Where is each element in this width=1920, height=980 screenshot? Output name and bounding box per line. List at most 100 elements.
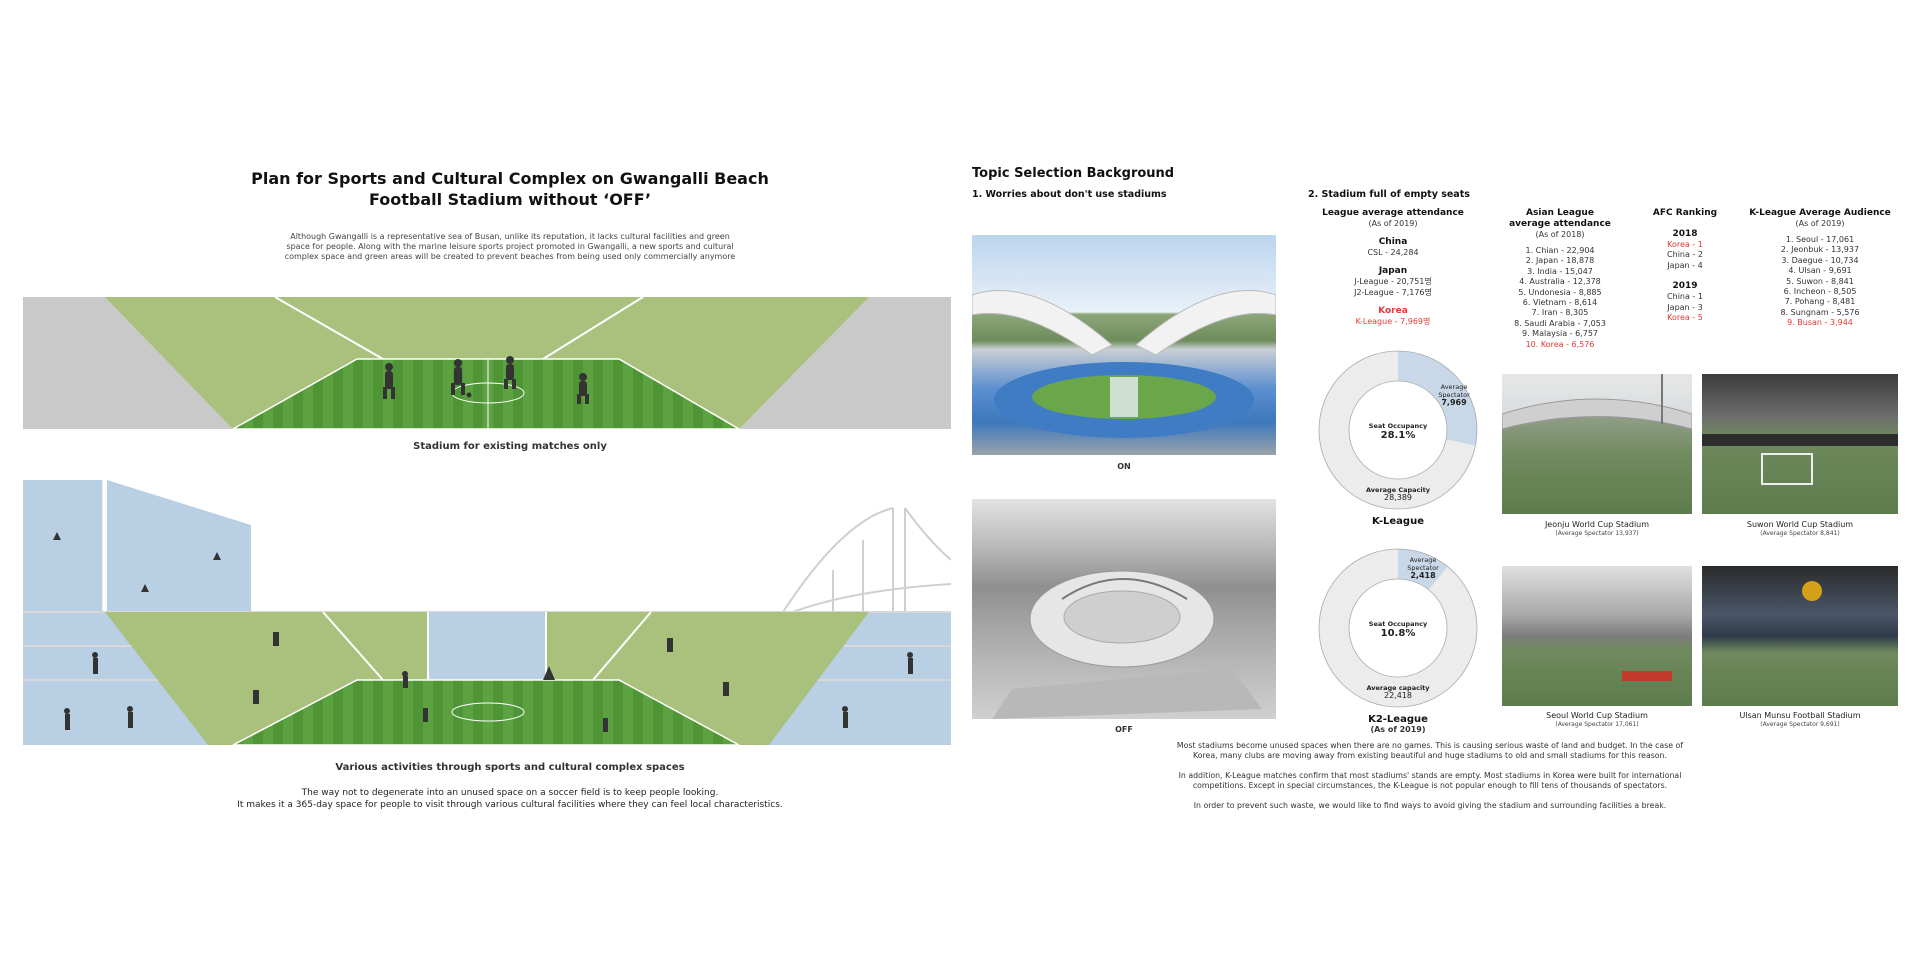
afc-2018-item: China - 2: [1667, 250, 1703, 260]
para3: In order to prevent such waste, we would…: [1193, 801, 1667, 810]
donut1-spec-l2: Spectator: [1438, 391, 1470, 399]
label-on: ON: [1117, 462, 1131, 471]
suwon-sub: (Average Spectator 8,841): [1760, 530, 1840, 537]
afc-2019-item: Japan - 3: [1667, 302, 1703, 312]
seoul-sub: (Average Spectator 17,061): [1555, 721, 1639, 728]
kleague-item: 2. Jeonbuk - 13,937: [1780, 245, 1860, 255]
para2-line1: In addition, K-League matches confirm th…: [1178, 771, 1682, 780]
donut1-center-value: 28.1%: [1380, 430, 1416, 441]
seoul-caption: Seoul World Cup Stadium (Average Spectat…: [1492, 711, 1702, 729]
complex-stadium-section-drawing: [23, 480, 951, 745]
center-facility: [428, 612, 546, 680]
suwon-stadium-photo: [1702, 374, 1898, 514]
donut1-capacity: Average Capacity 28,389: [1348, 486, 1448, 502]
seoul-name: Seoul World Cup Stadium: [1546, 711, 1648, 720]
page-title: Plan for Sports and Cultural Complex on …: [160, 168, 860, 210]
closing-text: The way not to degenerate into an unused…: [100, 787, 920, 811]
asian-item: 7. Iran - 8,305: [1531, 308, 1589, 318]
donut1-name: K-League: [1372, 516, 1424, 527]
people-silhouettes: [53, 532, 913, 732]
donut1-spec-l1: Average: [1440, 383, 1468, 391]
asian-league-block: Asian League average attendance (As of 2…: [1500, 208, 1620, 350]
intro-text: Although Gwangalli is a representative s…: [200, 232, 820, 262]
kleague-audience-block: K-League Average Audience (As of 2019) 1…: [1745, 208, 1895, 329]
donut2-cap-value: 22,418: [1384, 691, 1412, 700]
green-stand-right: [546, 612, 869, 745]
stadium-on-roof: [972, 290, 1276, 438]
kleague-item: 3. Daegue - 10,734: [1781, 255, 1859, 265]
background-paragraphs: Most stadiums become unused spaces when …: [1170, 741, 1690, 811]
player-silhouettes: [383, 356, 589, 404]
league-china-1: CSL - 24,284: [1367, 248, 1419, 257]
label-off: OFF: [1115, 725, 1133, 734]
intro-line-2: space for people. Along with the marine …: [286, 242, 734, 251]
donut2-spec-l1: Average: [1409, 556, 1437, 564]
donut2-center-value: 10.8%: [1380, 628, 1416, 639]
intro-line-1: Although Gwangalli is a representative s…: [290, 232, 730, 241]
asian-head-1: Asian League: [1526, 208, 1594, 218]
suwon-name: Suwon World Cup Stadium: [1746, 520, 1854, 529]
title-line-2: Football Stadium without ‘OFF’: [368, 190, 652, 209]
asian-item: 8. Saudi Arabia - 7,053: [1514, 318, 1606, 328]
kleague-item: 7. Pohang - 8,481: [1784, 297, 1856, 307]
asian-item: 4. Australia - 12,378: [1519, 277, 1601, 287]
para1-line2: Korea, many clubs are moving away from e…: [1193, 751, 1667, 760]
section-title: Topic Selection Background: [972, 166, 1175, 181]
donut2-share: [1319, 549, 1477, 707]
stadium-on-photo: [972, 235, 1276, 455]
afc-head: AFC Ranking: [1652, 208, 1718, 218]
green-stand-left: [105, 612, 428, 745]
asian-item: 3. India - 15,047: [1527, 266, 1593, 276]
intro-line-3: complex space and green areas will be cr…: [284, 252, 736, 261]
donut1-cap-label: Average Capacity: [1366, 486, 1430, 494]
donut2-cap-label: Average capacity: [1366, 684, 1430, 692]
seoul-stadium-photo: [1502, 566, 1692, 706]
tower-left: [23, 480, 103, 612]
asian-item-korea: 10. Korea - 6,576: [1525, 339, 1595, 349]
caption-existing-stadium: Stadium for existing matches only: [413, 441, 607, 452]
donut1-cap-value: 28,389: [1384, 493, 1412, 502]
asian-item: 6. Vietnam - 8,614: [1522, 298, 1598, 308]
subsection-1-title: 1. Worries about don't use stadiums: [972, 189, 1167, 200]
league-china-head: China: [1378, 237, 1408, 247]
league-japan-head: Japan: [1378, 266, 1408, 277]
caption-complex-spaces: Various activities through sports and cu…: [335, 762, 685, 773]
asian-item: 9. Malaysia - 6,757: [1521, 329, 1598, 339]
soccer-pitch: [233, 359, 739, 429]
stadium-off-photo: [972, 499, 1276, 719]
asian-item: 2. Japan - 18,878: [1525, 256, 1595, 266]
jeonju-caption: Jeonju World Cup Stadium (Average Specta…: [1492, 520, 1702, 538]
asian-list: 1. Chian - 22,904 2. Japan - 18,878 3. I…: [1500, 246, 1620, 350]
donut-chart-k2league: [1318, 548, 1478, 708]
afc-2018-item: Japan - 4: [1667, 260, 1703, 270]
ulsan-name: Ulsan Munsu Football Stadium: [1739, 711, 1861, 720]
donut2-spectator-label: Average Spectator 2,418: [1400, 556, 1446, 580]
league-head: League average attendance: [1322, 208, 1464, 218]
suwon-goal: [1702, 434, 1898, 485]
donut2-center-label: Seat Occupancy: [1368, 620, 1428, 628]
kleague-item: 8. Sungnam - 5,576: [1780, 307, 1860, 317]
donut2-asof: (As of 2019): [1370, 725, 1426, 734]
para2-line2: competitions. Except in special circumst…: [1192, 781, 1668, 790]
jeonju-roof: [1502, 374, 1692, 430]
tower-right: [107, 480, 251, 612]
ulsan-caption: Ulsan Munsu Football Stadium (Average Sp…: [1692, 711, 1908, 729]
league-attendance-block: League average attendance (As of 2019) C…: [1318, 208, 1468, 328]
subsection-2-title: 2. Stadium full of empty seats: [1308, 189, 1470, 200]
donut1-center: Seat Occupancy 28.1%: [1358, 422, 1438, 441]
gwangan-bridge: [782, 507, 951, 613]
suwon-caption: Suwon World Cup Stadium (Average Spectat…: [1692, 520, 1908, 538]
league-asof: (As of 2019): [1368, 219, 1418, 228]
league-japan-2: J2-League - 7,176명: [1354, 287, 1432, 297]
closing-line-1: The way not to degenerate into an unused…: [301, 788, 719, 798]
donut2-spec-l2: Spectator: [1407, 564, 1439, 572]
kleague-list: 1. Seoul - 17,061 2. Jeonbuk - 13,937 3.…: [1745, 235, 1895, 329]
kleague-item: 4. Ulsan - 9,691: [1788, 266, 1852, 276]
kleague-item-busan: 9. Busan - 3,944: [1787, 318, 1853, 328]
asian-head-2: average attendance: [1509, 219, 1611, 229]
soccer-pitch-2: [233, 680, 739, 745]
para1-line1: Most stadiums become unused spaces when …: [1176, 741, 1684, 750]
kleague-item: 1. Seoul - 17,061: [1785, 235, 1855, 244]
kleague-asof: (As of 2019): [1795, 219, 1845, 228]
donut-chart-kleague: [1318, 350, 1478, 510]
